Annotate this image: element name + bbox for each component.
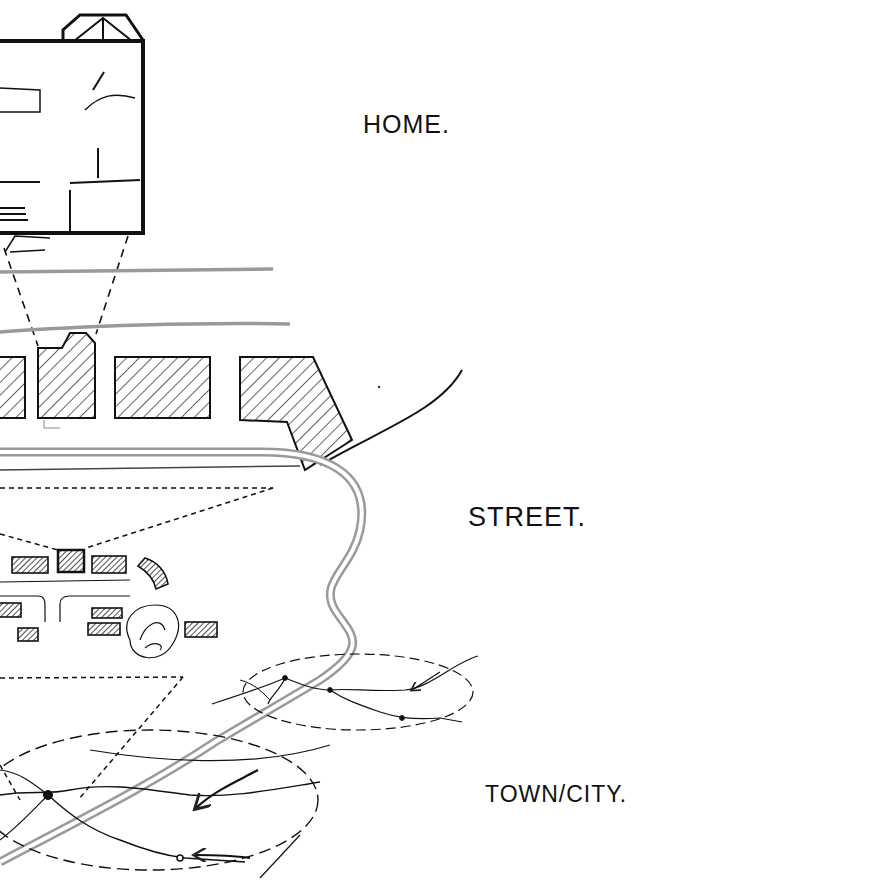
scale-label: HOME. xyxy=(363,110,450,139)
road-lines xyxy=(0,269,290,332)
kerb-line xyxy=(0,466,300,470)
projection-lines xyxy=(0,488,273,800)
street-edge xyxy=(320,370,462,465)
dot xyxy=(378,386,380,388)
main-road xyxy=(0,452,362,862)
door-mark xyxy=(44,420,60,428)
scale-label: STREET. xyxy=(468,502,586,533)
scale-label: TOWN/CITY. xyxy=(485,781,627,808)
home-plan xyxy=(0,15,143,252)
town-streets xyxy=(0,580,178,658)
town-blocks xyxy=(0,550,217,641)
town-network-small xyxy=(212,654,478,730)
town-network-large xyxy=(0,730,330,878)
